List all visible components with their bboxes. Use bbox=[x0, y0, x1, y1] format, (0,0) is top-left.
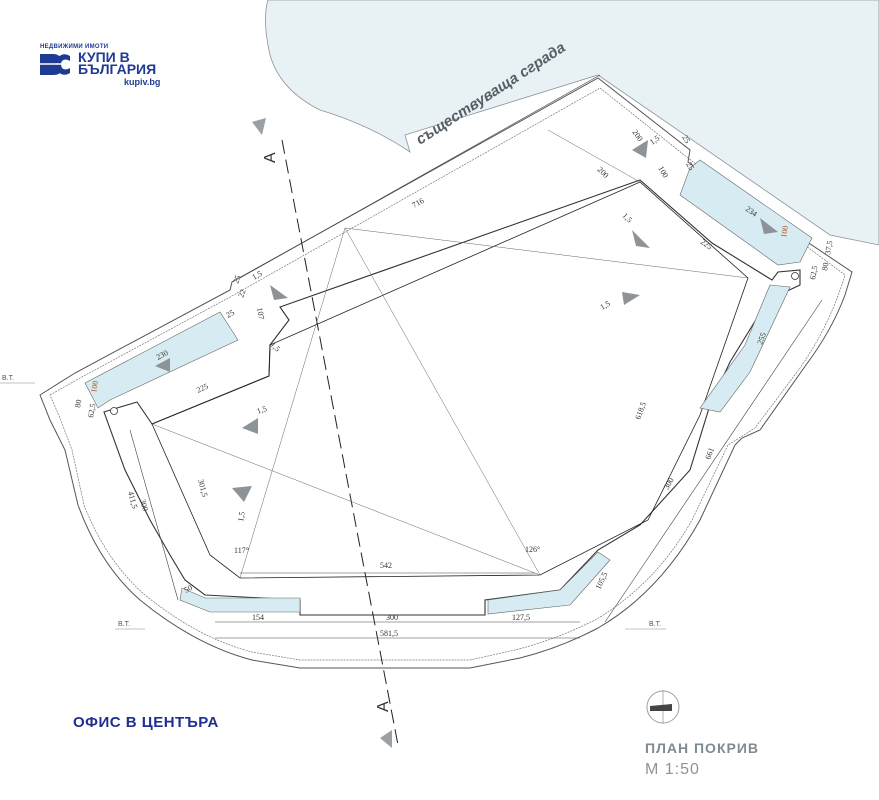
dim-716: 716 bbox=[411, 196, 426, 210]
bt-left-top: В.Т. bbox=[2, 375, 14, 382]
dim-100-right: 100 bbox=[779, 225, 790, 238]
ridge-1 bbox=[151, 423, 541, 576]
dim-154: 154 bbox=[252, 613, 264, 622]
dim-line-661 bbox=[604, 299, 823, 623]
roof-field bbox=[151, 181, 749, 579]
ridge-5 bbox=[344, 227, 541, 576]
slope-5: 1,5 bbox=[256, 404, 268, 416]
dim-255: 255 bbox=[755, 331, 768, 345]
roof-inner-contour bbox=[103, 179, 801, 616]
dim-100-top: 100 bbox=[656, 165, 670, 180]
logo-tagline: НЕДВИЖИМИ ИМОТИ bbox=[40, 44, 109, 50]
gutter-bottom-right bbox=[487, 551, 611, 615]
dim-80-left: 80 bbox=[73, 399, 83, 408]
dim-100-left: 100 bbox=[89, 380, 100, 393]
bt-right: В.Т. bbox=[649, 621, 661, 628]
logo: НЕДВИЖИМИ ИМОТИ КУПИ В БЪЛГАРИЯ kupiv.bg bbox=[38, 44, 178, 92]
gutter-left bbox=[84, 311, 239, 409]
dim-80-right: 80 bbox=[820, 262, 830, 271]
dim-300-left: 300 bbox=[138, 498, 150, 512]
ridge-3 bbox=[239, 227, 346, 579]
dim-25-top: 25 bbox=[680, 134, 692, 145]
slope-arrows bbox=[155, 140, 778, 502]
logo-mark-icon bbox=[40, 54, 70, 75]
north-arrow-icon bbox=[646, 690, 680, 724]
slope-2: 1,5 bbox=[621, 211, 634, 224]
office-title: ОФИС В ЦЕНТЪРА bbox=[73, 714, 219, 731]
dim-62-5-left: 62,5 bbox=[86, 403, 97, 418]
existing-building-area bbox=[265, 0, 879, 246]
dim-411-5: 411,5 bbox=[126, 490, 139, 509]
drain-left bbox=[110, 407, 118, 415]
section-mark-bottom: A bbox=[375, 701, 392, 712]
section-line bbox=[281, 139, 399, 746]
slope-3: 1,5 bbox=[599, 299, 612, 312]
bt-left-bottom: В.Т. bbox=[118, 621, 130, 628]
plan-scale: М 1:50 bbox=[645, 761, 700, 778]
section-mark-top: A bbox=[262, 152, 279, 163]
dim-300-bottom: 300 bbox=[386, 613, 398, 622]
slope-6: 1,5 bbox=[236, 511, 247, 522]
slope-4: 1,5 bbox=[251, 269, 264, 282]
plan-title: ПЛАН ПОКРИВ bbox=[645, 740, 760, 756]
gutter-right bbox=[679, 159, 813, 266]
dim-661: 661 bbox=[703, 446, 716, 460]
dim-127-5: 127,5 bbox=[512, 613, 530, 622]
angle-126: 126° bbox=[525, 545, 540, 554]
gutter-bottom-left bbox=[179, 587, 301, 613]
ridge-4 bbox=[547, 129, 641, 183]
dim-25-right: 25 bbox=[684, 161, 696, 172]
logo-line2: БЪЛГАРИЯ bbox=[78, 61, 157, 77]
dim-200-mid: 200 bbox=[596, 165, 611, 180]
dim-581-5: 581,5 bbox=[380, 629, 398, 638]
dim-107: 107 bbox=[255, 307, 266, 320]
dim-50: 50 bbox=[183, 583, 194, 595]
dim-25-left: 25 bbox=[225, 308, 236, 320]
roof-outer-contour bbox=[39, 77, 853, 669]
drain-right bbox=[791, 272, 799, 280]
slope-7: 1,5 bbox=[269, 340, 282, 353]
dim-22: 22 bbox=[236, 288, 247, 299]
roof-parapet-line bbox=[49, 87, 846, 661]
ridge-2 bbox=[344, 227, 749, 279]
dim-225-right: 225 bbox=[699, 237, 714, 251]
logo-url: kupiv.bg bbox=[124, 77, 161, 87]
dim-62-5-right: 62,5 bbox=[808, 265, 819, 280]
dim-301-5: 301,5 bbox=[196, 478, 209, 498]
angle-117: 117° bbox=[234, 546, 249, 555]
section-arrow-top bbox=[252, 118, 266, 135]
dim-225-left: 225 bbox=[195, 382, 210, 395]
gutter-right-side bbox=[699, 284, 791, 413]
section-arrow-bottom bbox=[380, 730, 392, 748]
dim-37-5: 37,5 bbox=[823, 240, 834, 255]
dim-25-left-top: 25 bbox=[231, 274, 242, 285]
dim-line-411 bbox=[129, 429, 179, 601]
dim-200-top: 200 bbox=[630, 128, 644, 143]
dim-542: 542 bbox=[380, 561, 392, 570]
logo-line1: КУПИ В bbox=[78, 49, 130, 65]
dim-line-716 bbox=[239, 74, 601, 279]
dim-618-5: 618,5 bbox=[633, 401, 648, 421]
